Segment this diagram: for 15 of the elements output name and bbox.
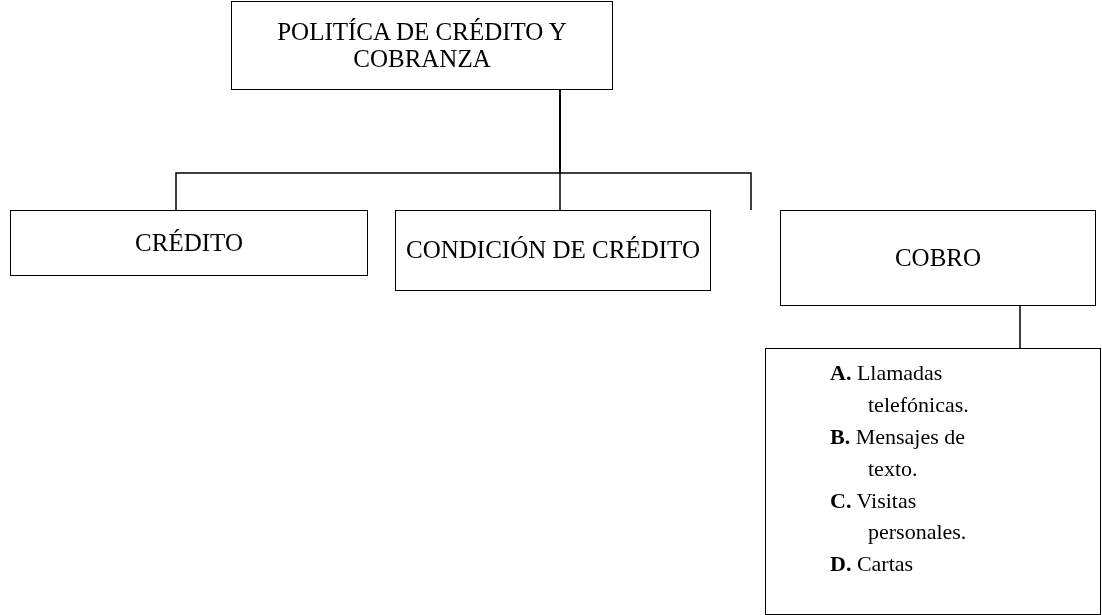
connector-line: [559, 89, 752, 211]
list-box: [765, 348, 1101, 615]
box-label: CONDICIÓN DE CRÉDITO: [406, 237, 700, 264]
org-box: [10, 210, 368, 276]
org-box: [395, 210, 711, 291]
box-label: CRÉDITO: [135, 229, 243, 257]
list-item: B. Mensajes de texto.: [830, 422, 967, 483]
list-item: A. Llamadas telefónicas.: [830, 359, 970, 419]
org-box: [231, 1, 613, 90]
list-item: D. Cartas: [830, 550, 915, 579]
list-item: C. Visitas personales.: [830, 486, 968, 547]
connector-line: [1019, 305, 1021, 349]
box-label: POLITÍCA DE CRÉDITO Y COBRANZA: [276, 19, 568, 72]
org-box: [780, 210, 1096, 306]
box-label: COBRO: [894, 244, 982, 272]
